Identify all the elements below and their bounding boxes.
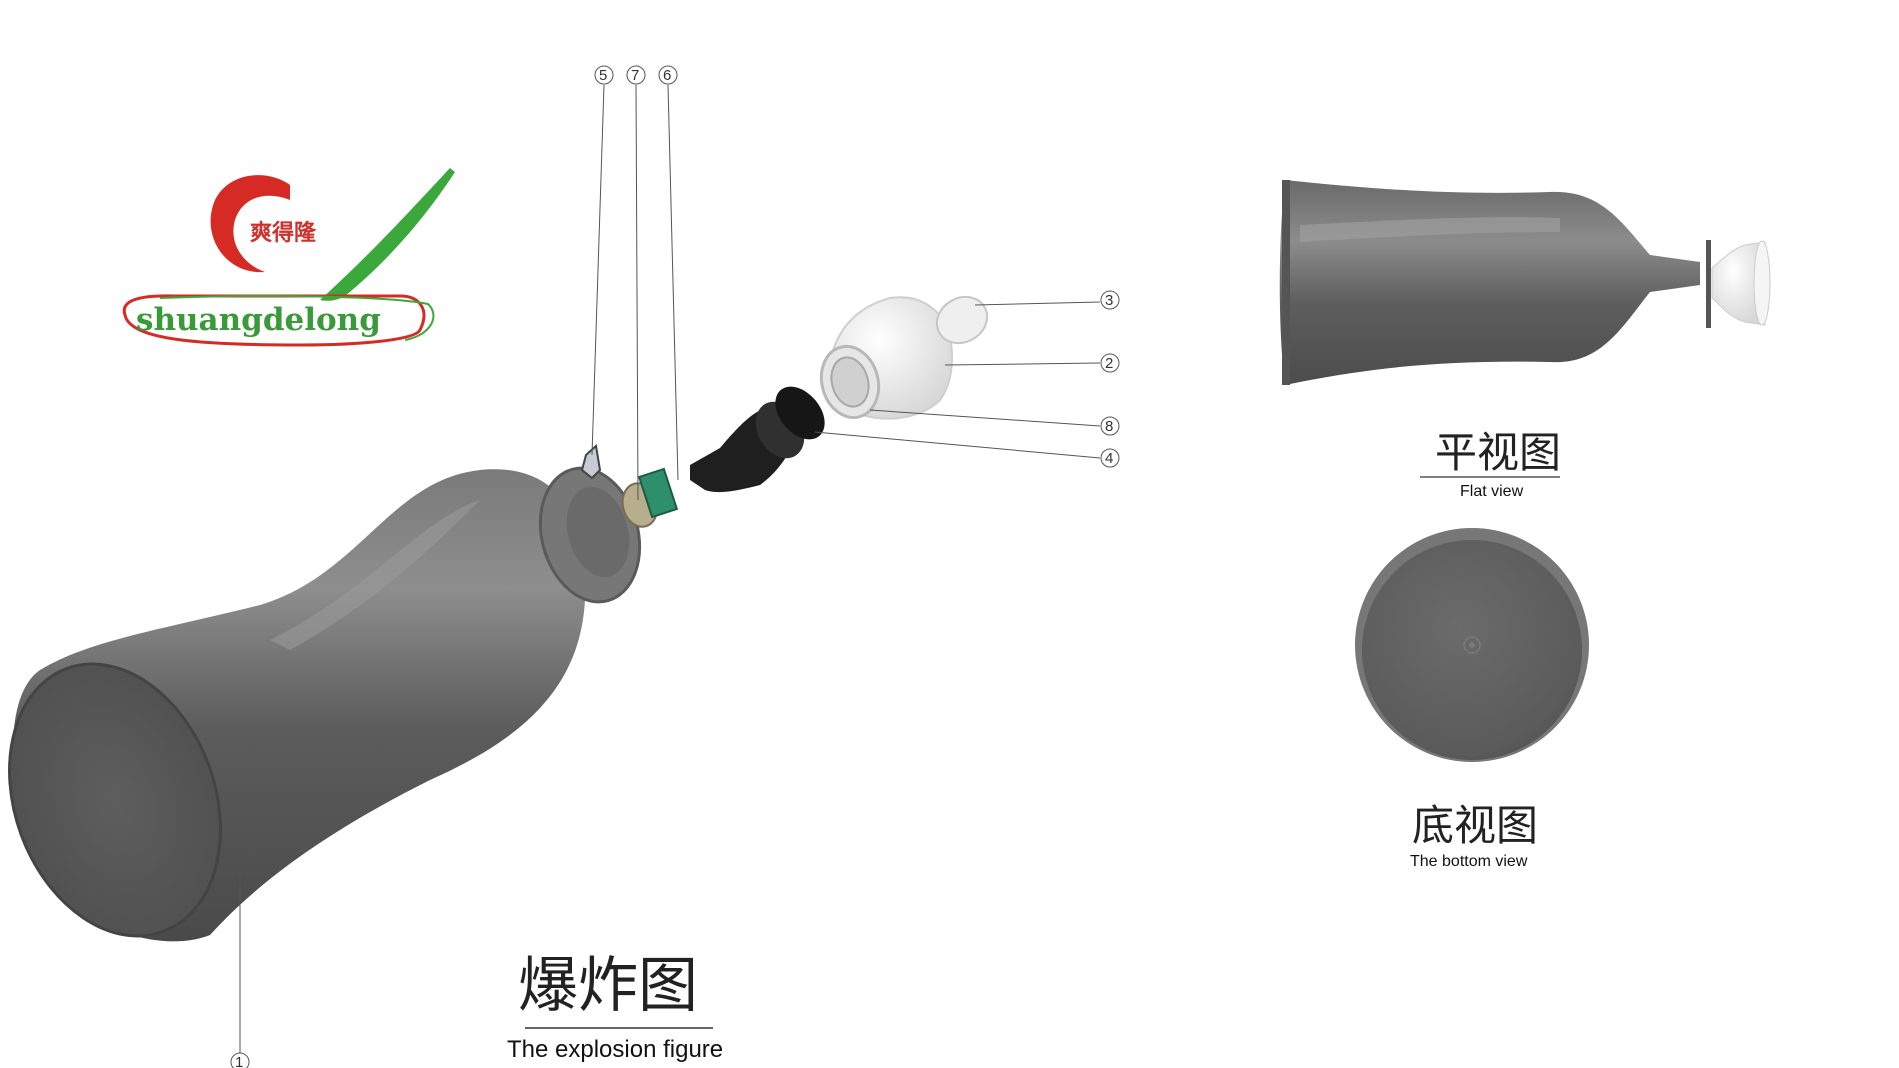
part-6-board <box>637 467 679 519</box>
explosion-view: 1 5 7 6 3 2 8 4 爆炸图 <box>8 65 1120 1068</box>
flat-body <box>1279 180 1700 385</box>
flat-body-rim <box>1282 180 1290 385</box>
part-4-ring <box>775 386 825 440</box>
callout-1: 1 <box>230 1052 250 1068</box>
bottom-title-cn: 底视图 <box>1412 801 1538 850</box>
svg-text:5: 5 <box>599 67 607 84</box>
flat-view: 平视图 Flat view <box>1279 180 1771 500</box>
callout-2: 2 <box>1100 353 1120 373</box>
bottom-view: 底视图 The bottom view <box>1355 528 1589 870</box>
bottom-disc <box>1362 540 1582 760</box>
svg-text:2: 2 <box>1105 355 1113 372</box>
callout-4: 4 <box>1100 448 1120 468</box>
flat-title-en: Flat view <box>1460 483 1524 500</box>
part-5-clip <box>580 444 602 480</box>
part-1-flange-inner <box>566 486 630 578</box>
explosion-title-en: The explosion figure <box>507 1036 723 1063</box>
explosion-title-cn: 爆炸图 <box>518 951 698 1021</box>
logo-green-leaf <box>320 168 455 301</box>
bottom-title-en: The bottom view <box>1410 853 1528 870</box>
callout-7: 7 <box>626 65 646 85</box>
part-3-cover <box>935 295 989 345</box>
logo-chinese-text: 爽得隆 <box>250 220 317 246</box>
svg-text:4: 4 <box>1105 450 1113 467</box>
flat-cap-top <box>1753 240 1771 326</box>
bottom-center-mark <box>1463 636 1481 654</box>
part-8-thread <box>830 356 870 408</box>
svg-text:7: 7 <box>631 67 639 84</box>
callout-5: 5 <box>594 65 614 85</box>
leader-lines <box>239 84 1101 1062</box>
svg-text:1: 1 <box>235 1054 243 1068</box>
svg-text:8: 8 <box>1105 418 1113 435</box>
flat-cap <box>1711 241 1766 326</box>
logo-c-swoosh <box>210 175 290 273</box>
svg-text:6: 6 <box>663 67 671 84</box>
bottom-center-dot <box>1469 642 1475 648</box>
callout-6: 6 <box>658 65 678 85</box>
callout-8: 8 <box>1100 416 1120 436</box>
flat-title-cn: 平视图 <box>1435 428 1561 477</box>
part-1-highlight <box>270 500 480 650</box>
brand-logo: 爽得隆 shuangdelong <box>122 168 455 347</box>
logo-banner-red <box>122 294 426 347</box>
flat-body-highlight <box>1300 217 1560 242</box>
svg-text:3: 3 <box>1105 292 1113 309</box>
logo-latin-text: shuangdelong <box>136 302 381 338</box>
part-1-mouth <box>8 662 222 938</box>
logo-banner-green <box>159 295 435 341</box>
callout-3: 3 <box>1100 290 1120 310</box>
flat-flange <box>1706 240 1711 328</box>
